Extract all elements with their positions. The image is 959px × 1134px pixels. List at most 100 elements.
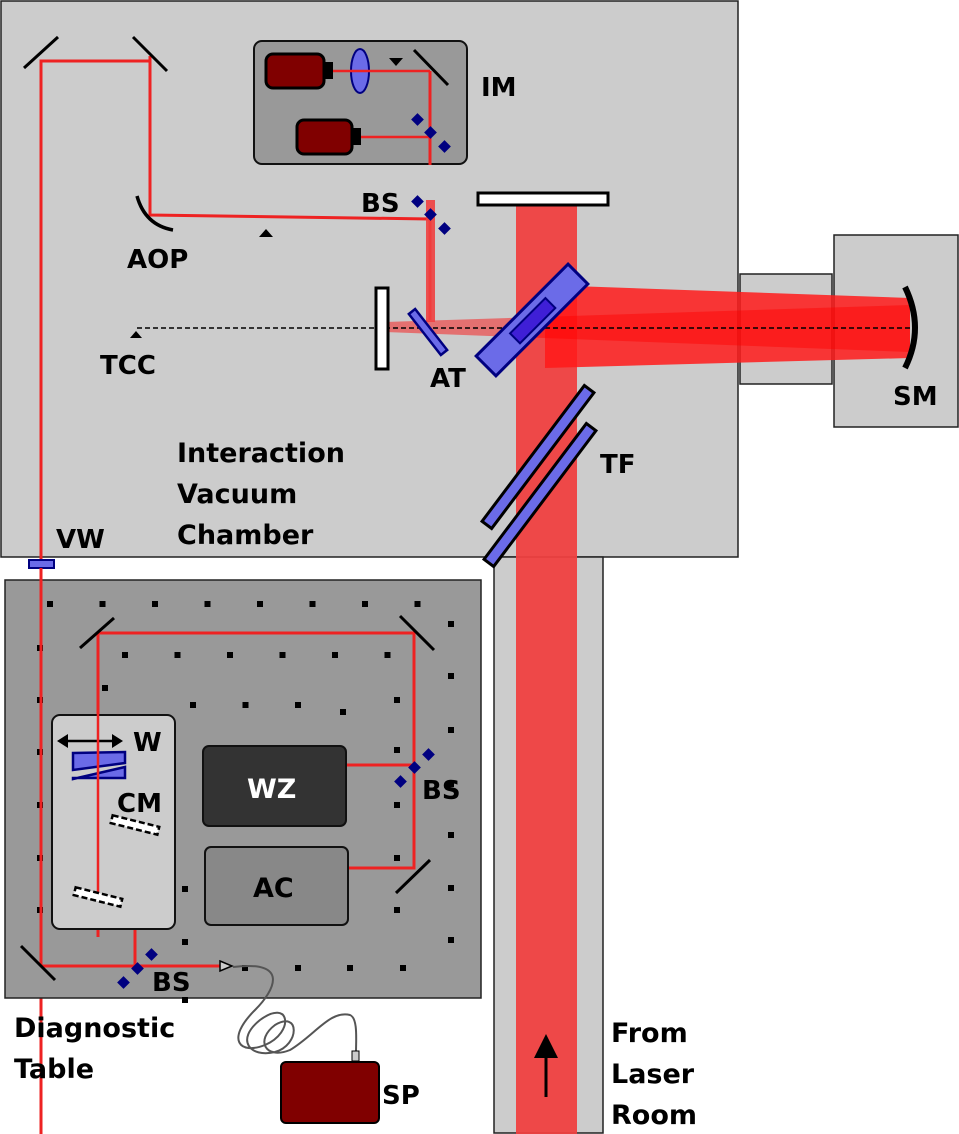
- breadboard-hole: [295, 702, 301, 708]
- table-mirror-4: [19, 944, 57, 982]
- label-bs-bottom: BS: [152, 968, 191, 998]
- breadboard-hole: [99, 601, 106, 607]
- breadboard-hole: [448, 621, 454, 627]
- breadboard-hole: [448, 727, 454, 733]
- breadboard-hole: [47, 601, 53, 607]
- label-sm: SM: [893, 382, 938, 412]
- breadboard-hole: [394, 697, 400, 703]
- label-cm: CM: [117, 789, 162, 819]
- optical-fiber: [232, 964, 358, 1055]
- label-from-line3: Room: [611, 1100, 697, 1131]
- breadboard-hole: [295, 965, 301, 971]
- label-from-line2: Laser: [611, 1059, 695, 1090]
- breadboard-hole: [340, 709, 346, 715]
- breadboard-hole: [332, 652, 338, 658]
- beamsplitter-im: [411, 113, 451, 153]
- mirror-top-right: [131, 35, 169, 73]
- breadboard-hole: [182, 997, 188, 1003]
- attenuator-plate: [407, 307, 449, 357]
- label-w: W: [133, 728, 162, 758]
- label-tf: TF: [600, 450, 636, 480]
- breadboard-hole: [400, 965, 406, 971]
- breadboard-hole: [242, 702, 249, 708]
- breadboard-hole: [242, 965, 248, 971]
- chirped-mirror-2: [72, 885, 124, 909]
- label-at: AT: [430, 364, 466, 394]
- label-from-line1: From: [611, 1018, 688, 1049]
- breadboard-hole: [122, 652, 128, 658]
- im-marker: [389, 58, 403, 66]
- label-sp: SP: [382, 1081, 420, 1111]
- label-diagnostic-line1: Diagnostic: [14, 1013, 175, 1044]
- label-chamber-line2: Vacuum: [177, 479, 297, 510]
- vacuum-window: [28, 559, 55, 569]
- label-bs-top: BS: [361, 189, 400, 219]
- turning-mirror-top: [476, 191, 610, 207]
- spectrometer[interactable]: [280, 1061, 380, 1124]
- breadboard-hole: [257, 601, 263, 607]
- aop-mirror: [135, 195, 174, 232]
- breadboard-hole: [394, 907, 400, 913]
- breadboard-hole: [448, 673, 454, 679]
- breadboard-hole: [448, 781, 454, 787]
- im-mirror: [412, 48, 450, 87]
- label-chamber-line1: Interaction: [177, 438, 345, 469]
- breadboard-hole: [182, 939, 188, 945]
- breadboard-hole: [448, 832, 454, 838]
- label-chamber-line3: Chamber: [177, 520, 314, 551]
- breadboard-hole: [384, 652, 391, 658]
- table-mirror-3: [394, 858, 432, 895]
- thin-film-plate-1: [479, 383, 597, 531]
- spherical-mirror: [902, 285, 918, 370]
- label-wz: WZ: [247, 774, 296, 805]
- fiber-coupler: [219, 959, 234, 973]
- breadboard-hole: [394, 855, 400, 861]
- tcc-marker: [130, 331, 142, 338]
- beamsplitter-top: [411, 195, 451, 235]
- breadboard-hole: [394, 802, 400, 808]
- table-mirror-2: [398, 614, 436, 652]
- wizzler-box[interactable]: [202, 745, 347, 827]
- thin-film-plate-2: [481, 421, 599, 569]
- main-beam-return: [385, 305, 910, 352]
- arrow-right-icon: [112, 734, 123, 748]
- table-mirror-1: [79, 616, 115, 650]
- mirror-top-left: [22, 35, 60, 70]
- holed-mirror: [474, 262, 590, 378]
- breadboard-hole: [347, 965, 353, 971]
- breadboard-hole: [190, 702, 196, 708]
- breadboard-hole: [102, 685, 108, 691]
- laser-source-2: [295, 118, 354, 156]
- breadboard-hole: [204, 601, 211, 607]
- autocorrelator-box[interactable]: [204, 846, 349, 926]
- label-aop: AOP: [127, 245, 188, 275]
- label-im: IM: [481, 73, 517, 103]
- breadboard-hole: [182, 886, 188, 892]
- breadboard-hole: [279, 652, 286, 658]
- main-beam-to-sm: [545, 285, 910, 368]
- breadboard-hole: [394, 747, 400, 753]
- breadboard-hole: [227, 652, 233, 658]
- laser-source-1-nozzle: [324, 62, 333, 79]
- breadboard-hole: [174, 652, 181, 658]
- label-diagnostic-line2: Table: [14, 1054, 94, 1085]
- target-plate: [374, 286, 390, 371]
- label-tcc: TCC: [100, 351, 156, 381]
- label-vw: VW: [56, 525, 105, 555]
- breadboard-hole: [448, 937, 454, 943]
- arrow-left-icon: [57, 734, 68, 748]
- spectrometer-connector: [351, 1050, 360, 1062]
- chirped-mirror-1: [109, 813, 161, 837]
- laser-source-1: [264, 52, 326, 90]
- label-bs-right: BS: [422, 776, 461, 806]
- laser-source-2-nozzle: [352, 128, 361, 145]
- probe-marker: [259, 229, 273, 237]
- breadboard-hole: [309, 601, 316, 607]
- breadboard-hole: [152, 601, 158, 607]
- label-ac: AC: [253, 873, 294, 904]
- breadboard-hole: [362, 601, 368, 607]
- breadboard-hole: [414, 601, 421, 607]
- breadboard-hole: [448, 885, 454, 891]
- probe-beam-to-at: [426, 200, 435, 322]
